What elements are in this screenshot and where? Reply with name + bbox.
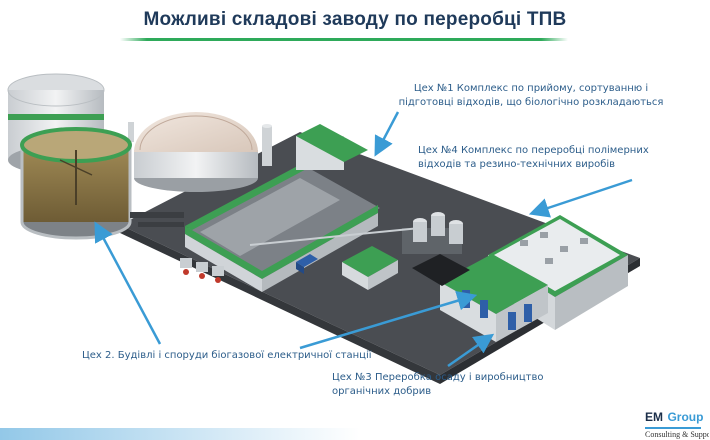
shop4-label-line2: відходів та резино-технічних виробів [418, 158, 658, 172]
brand-name-group: Group [667, 410, 703, 424]
brand-rule [645, 427, 701, 429]
shop3-label: Цех №3 Переробка осаду і виробництво орг… [332, 371, 572, 399]
arrow-shop1 [378, 112, 398, 150]
digester-tank-front [22, 129, 130, 238]
shop3-label-line2: органічних добрив [332, 385, 572, 399]
shop2-label-line1: Цех 2. Будівлі і споруди біогазової елек… [82, 349, 372, 363]
em-group-logo: EM Group Consulting & Suppo [645, 408, 709, 439]
corner-decoration [0, 428, 360, 440]
brand-subtitle: Consulting & Suppo [645, 430, 709, 439]
brand-name-em: EM [645, 410, 663, 424]
biogas-dome [128, 112, 272, 192]
shop1-label: Цех №1 Комплекс по прийому, сортуванню і… [396, 82, 666, 110]
shop1-label-line1: Цех №1 Комплекс по прийому, сортуванню і [396, 82, 666, 96]
shop2-label: Цех 2. Будівлі і споруди біогазової елек… [82, 349, 372, 363]
shop4-label-line1: Цех №4 Комплекс по переробці полімерних [418, 144, 658, 158]
shop1-label-line2: підготовці відходів, що біологічно розкл… [396, 96, 666, 110]
shop3-label-line1: Цех №3 Переробка осаду і виробництво [332, 371, 572, 385]
shop4-label: Цех №4 Комплекс по переробці полімерних … [418, 144, 658, 172]
arrow-shop4 [536, 180, 632, 212]
